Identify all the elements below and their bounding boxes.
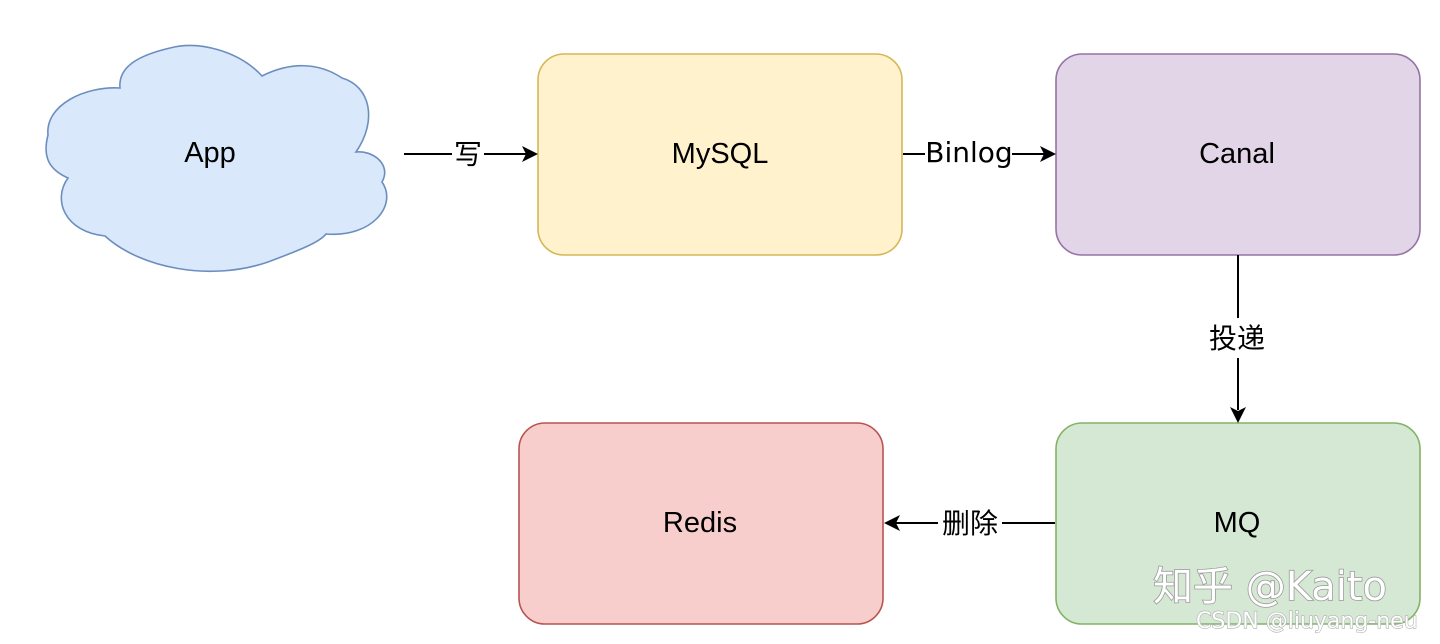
- edge-mq-to-redis: 删除: [884, 507, 1055, 540]
- app-label: App: [184, 137, 236, 169]
- edge-canal-mq-label: 投递: [1209, 322, 1265, 355]
- app-cloud-shape: [45, 44, 388, 272]
- mysql-box: [537, 53, 903, 256]
- redis-box: [518, 422, 884, 625]
- node-mysql: MySQL: [537, 53, 903, 256]
- mysql-label: MySQL: [672, 138, 769, 170]
- edge-app-to-mysql: 写: [404, 138, 538, 171]
- edge-mq-redis-label: 删除: [942, 507, 998, 540]
- node-redis: Redis: [518, 422, 884, 625]
- canal-label: Canal: [1199, 138, 1275, 170]
- watermark: 知乎 @Kaito CSDN @liuyang-neu: [1152, 563, 1418, 634]
- redis-label: Redis: [663, 507, 737, 539]
- mq-label: MQ: [1214, 507, 1261, 539]
- edge-mysql-to-canal: Binlog: [903, 136, 1056, 169]
- node-app: App: [45, 44, 388, 272]
- edge-mysql-canal-label: Binlog: [925, 136, 1012, 169]
- watermark-csdn: CSDN @liuyang-neu: [1196, 609, 1418, 634]
- arrow-right-icon: [1040, 146, 1056, 162]
- arrow-left-icon: [884, 515, 900, 531]
- arrow-down-icon: [1230, 407, 1246, 423]
- watermark-zhihu: 知乎 @Kaito: [1153, 564, 1387, 610]
- arrow-right-icon: [522, 146, 538, 162]
- node-canal: Canal: [1055, 53, 1421, 256]
- edge-app-mysql-label: 写: [454, 138, 482, 171]
- edge-canal-to-mq: 投递: [1209, 255, 1265, 423]
